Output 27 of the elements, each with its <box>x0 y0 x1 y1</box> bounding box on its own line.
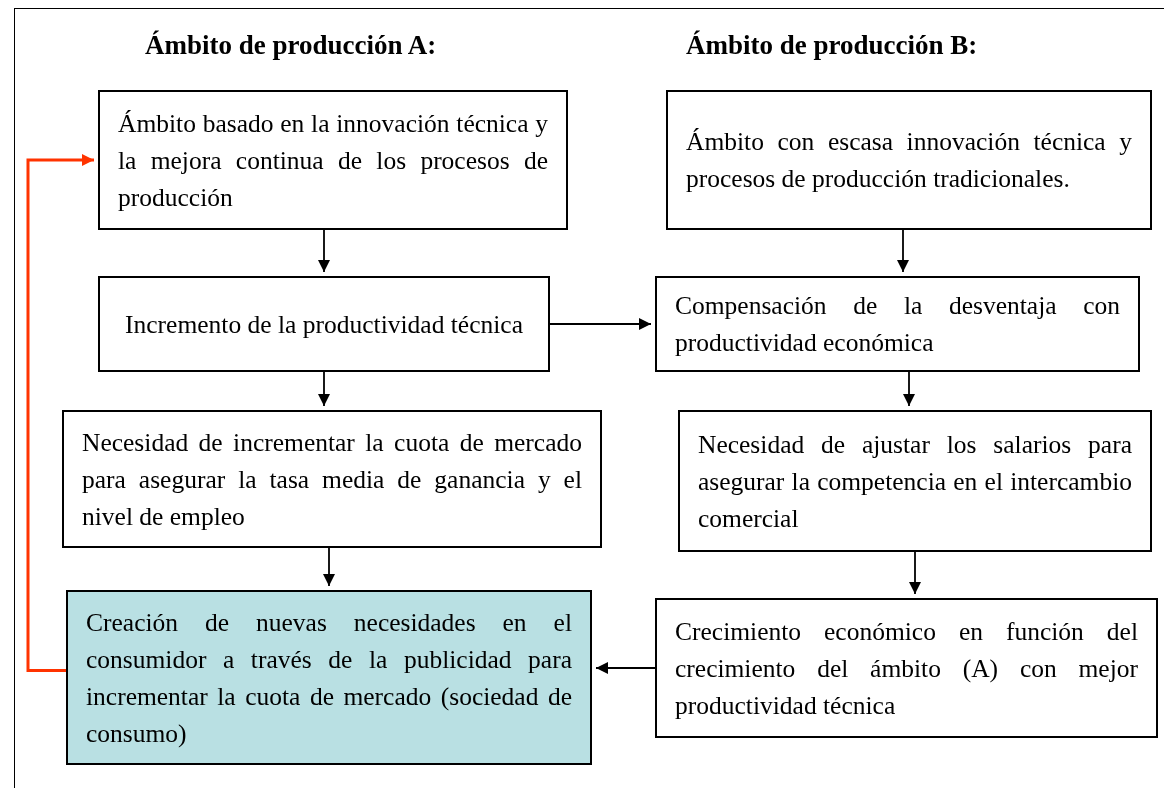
box-text: Compensación de la desventaja con productividad económica <box>675 290 1120 359</box>
process-box <box>98 90 568 230</box>
arrow <box>595 662 656 674</box>
process-box <box>62 410 602 548</box>
process-box <box>655 276 1140 372</box>
arrow <box>318 229 330 273</box>
process-box <box>66 590 592 765</box>
process-box <box>666 90 1152 230</box>
process-box <box>655 598 1158 738</box>
box-text: Creación de nuevas necesidades en el consumidor a través de la publicidad para incrementar la cuota de mercado (sociedad de consumo) <box>86 606 572 750</box>
arrow <box>323 547 335 587</box>
box-text: Necesidad de incrementar la cuota de mercado para asegurar la tasa media de ganancia y el nivel de empleo <box>82 426 582 533</box>
column-heading: Ámbito de producción B: <box>686 30 978 61</box>
box-text: Incremento de la productividad técnica <box>124 308 524 341</box>
process-box <box>678 410 1152 552</box>
arrow <box>549 318 652 330</box>
arrow <box>909 551 921 595</box>
arrow <box>318 371 330 407</box>
process-box <box>98 276 550 372</box>
arrow <box>897 229 909 273</box>
box-text: Crecimiento económico en función del crecimiento del ámbito (A) con mejor productividad técnica <box>675 615 1138 722</box>
box-text: Ámbito basado en la innovación técnica y la mejora continua de los procesos de producción <box>118 107 548 214</box>
arrow <box>903 371 915 407</box>
box-text: Ámbito con escasa innovación técnica y procesos de producción tradicionales. <box>686 126 1132 195</box>
column-heading: Ámbito de producción A: <box>145 30 437 61</box>
box-text: Necesidad de ajustar los salarios para asegurar la competencia en el intercambio comercial <box>698 428 1132 535</box>
feedback-arrow <box>26 154 94 672</box>
